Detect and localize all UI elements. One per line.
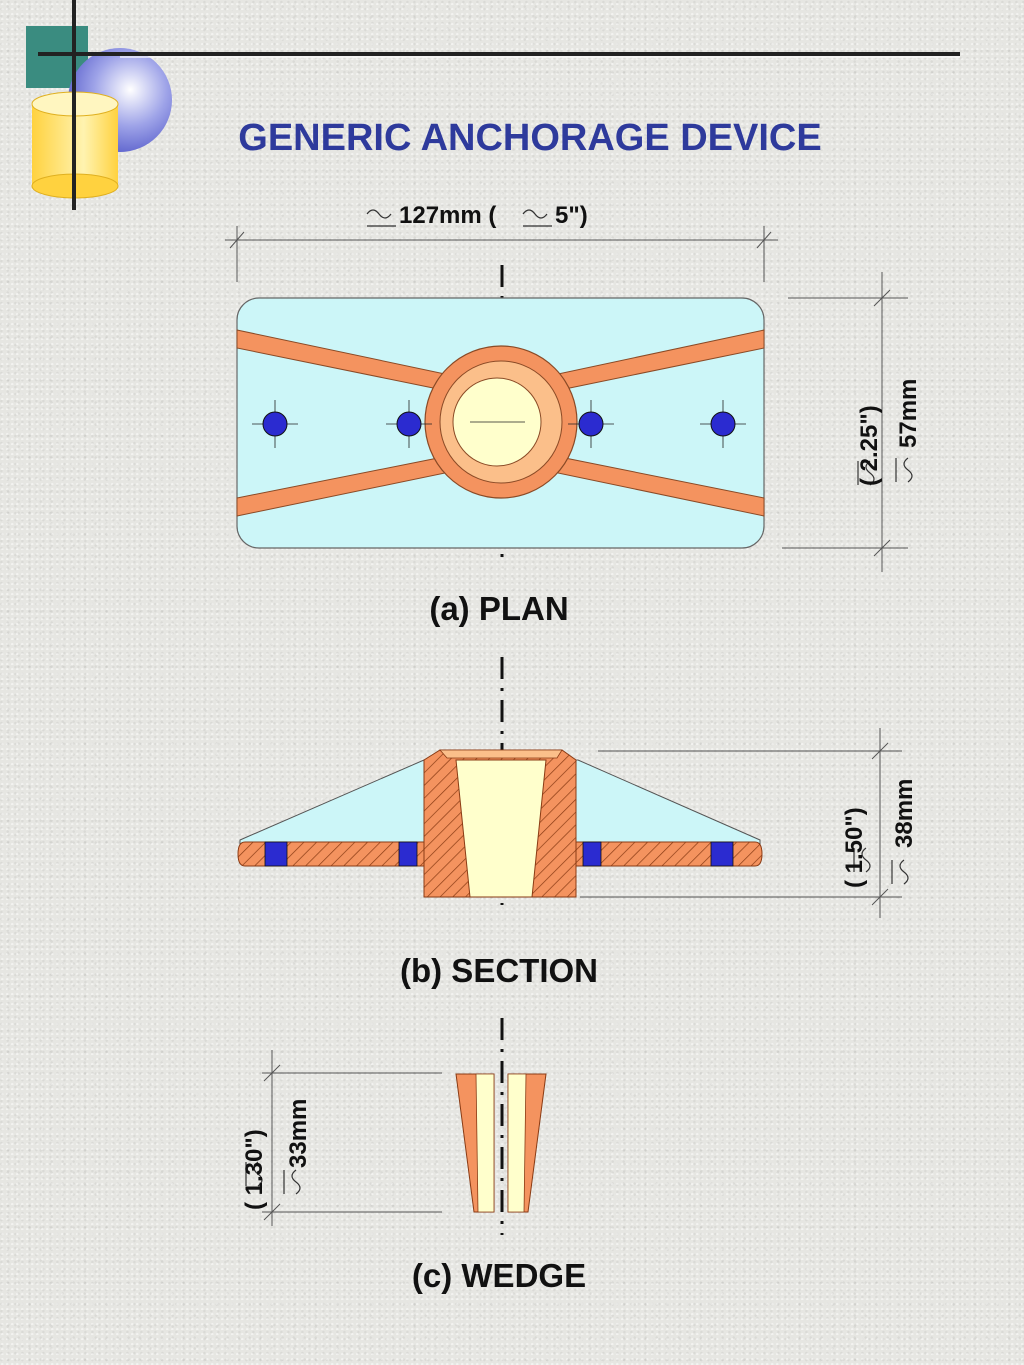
section-bolt	[710, 841, 734, 867]
section-cone-top	[439, 749, 563, 759]
plan-height-in: ( 2.25")	[856, 405, 883, 486]
section-view	[237, 749, 763, 898]
wedge-height-in: ( 1.30")	[241, 1129, 268, 1210]
section-bolt	[264, 841, 288, 867]
page-title: GENERIC ANCHORAGE DEVICE	[238, 117, 821, 159]
wedge-view	[455, 1073, 547, 1213]
bolt-hole	[710, 411, 736, 437]
section-caption: (b) SECTION	[400, 952, 598, 989]
plan-height-dimension	[782, 272, 908, 572]
approx-icon	[245, 1161, 301, 1195]
wedge-caption: (c) WEDGE	[412, 1257, 586, 1294]
bolt-hole	[578, 411, 604, 437]
plan-view	[236, 297, 765, 549]
section-height-in: ( 1.50")	[841, 807, 868, 888]
plan-height-mm: 57mm	[895, 379, 922, 448]
section-bolt	[582, 841, 602, 867]
section-height-dimension	[580, 728, 902, 918]
section-bolt	[398, 841, 418, 867]
section-wedge-cone	[455, 759, 547, 898]
decorative-logo	[26, 0, 960, 210]
wedge-right-half-core	[507, 1073, 527, 1213]
approx-icon	[853, 847, 909, 885]
wedge-height-mm: 33mm	[285, 1099, 312, 1168]
wedge-height-dimension	[262, 1050, 442, 1226]
approx-icon	[366, 209, 552, 227]
bolt-hole	[262, 411, 288, 437]
section-height-mm: 38mm	[891, 779, 918, 848]
plan-width-dimension	[225, 226, 778, 282]
bolt-hole	[396, 411, 422, 437]
plan-caption: (a) PLAN	[429, 590, 568, 627]
plan-width-mm: 127mm (	[399, 202, 496, 229]
approx-icon	[857, 457, 913, 486]
plan-width-in: 5")	[555, 202, 588, 229]
wedge-left-half-core	[475, 1073, 495, 1213]
